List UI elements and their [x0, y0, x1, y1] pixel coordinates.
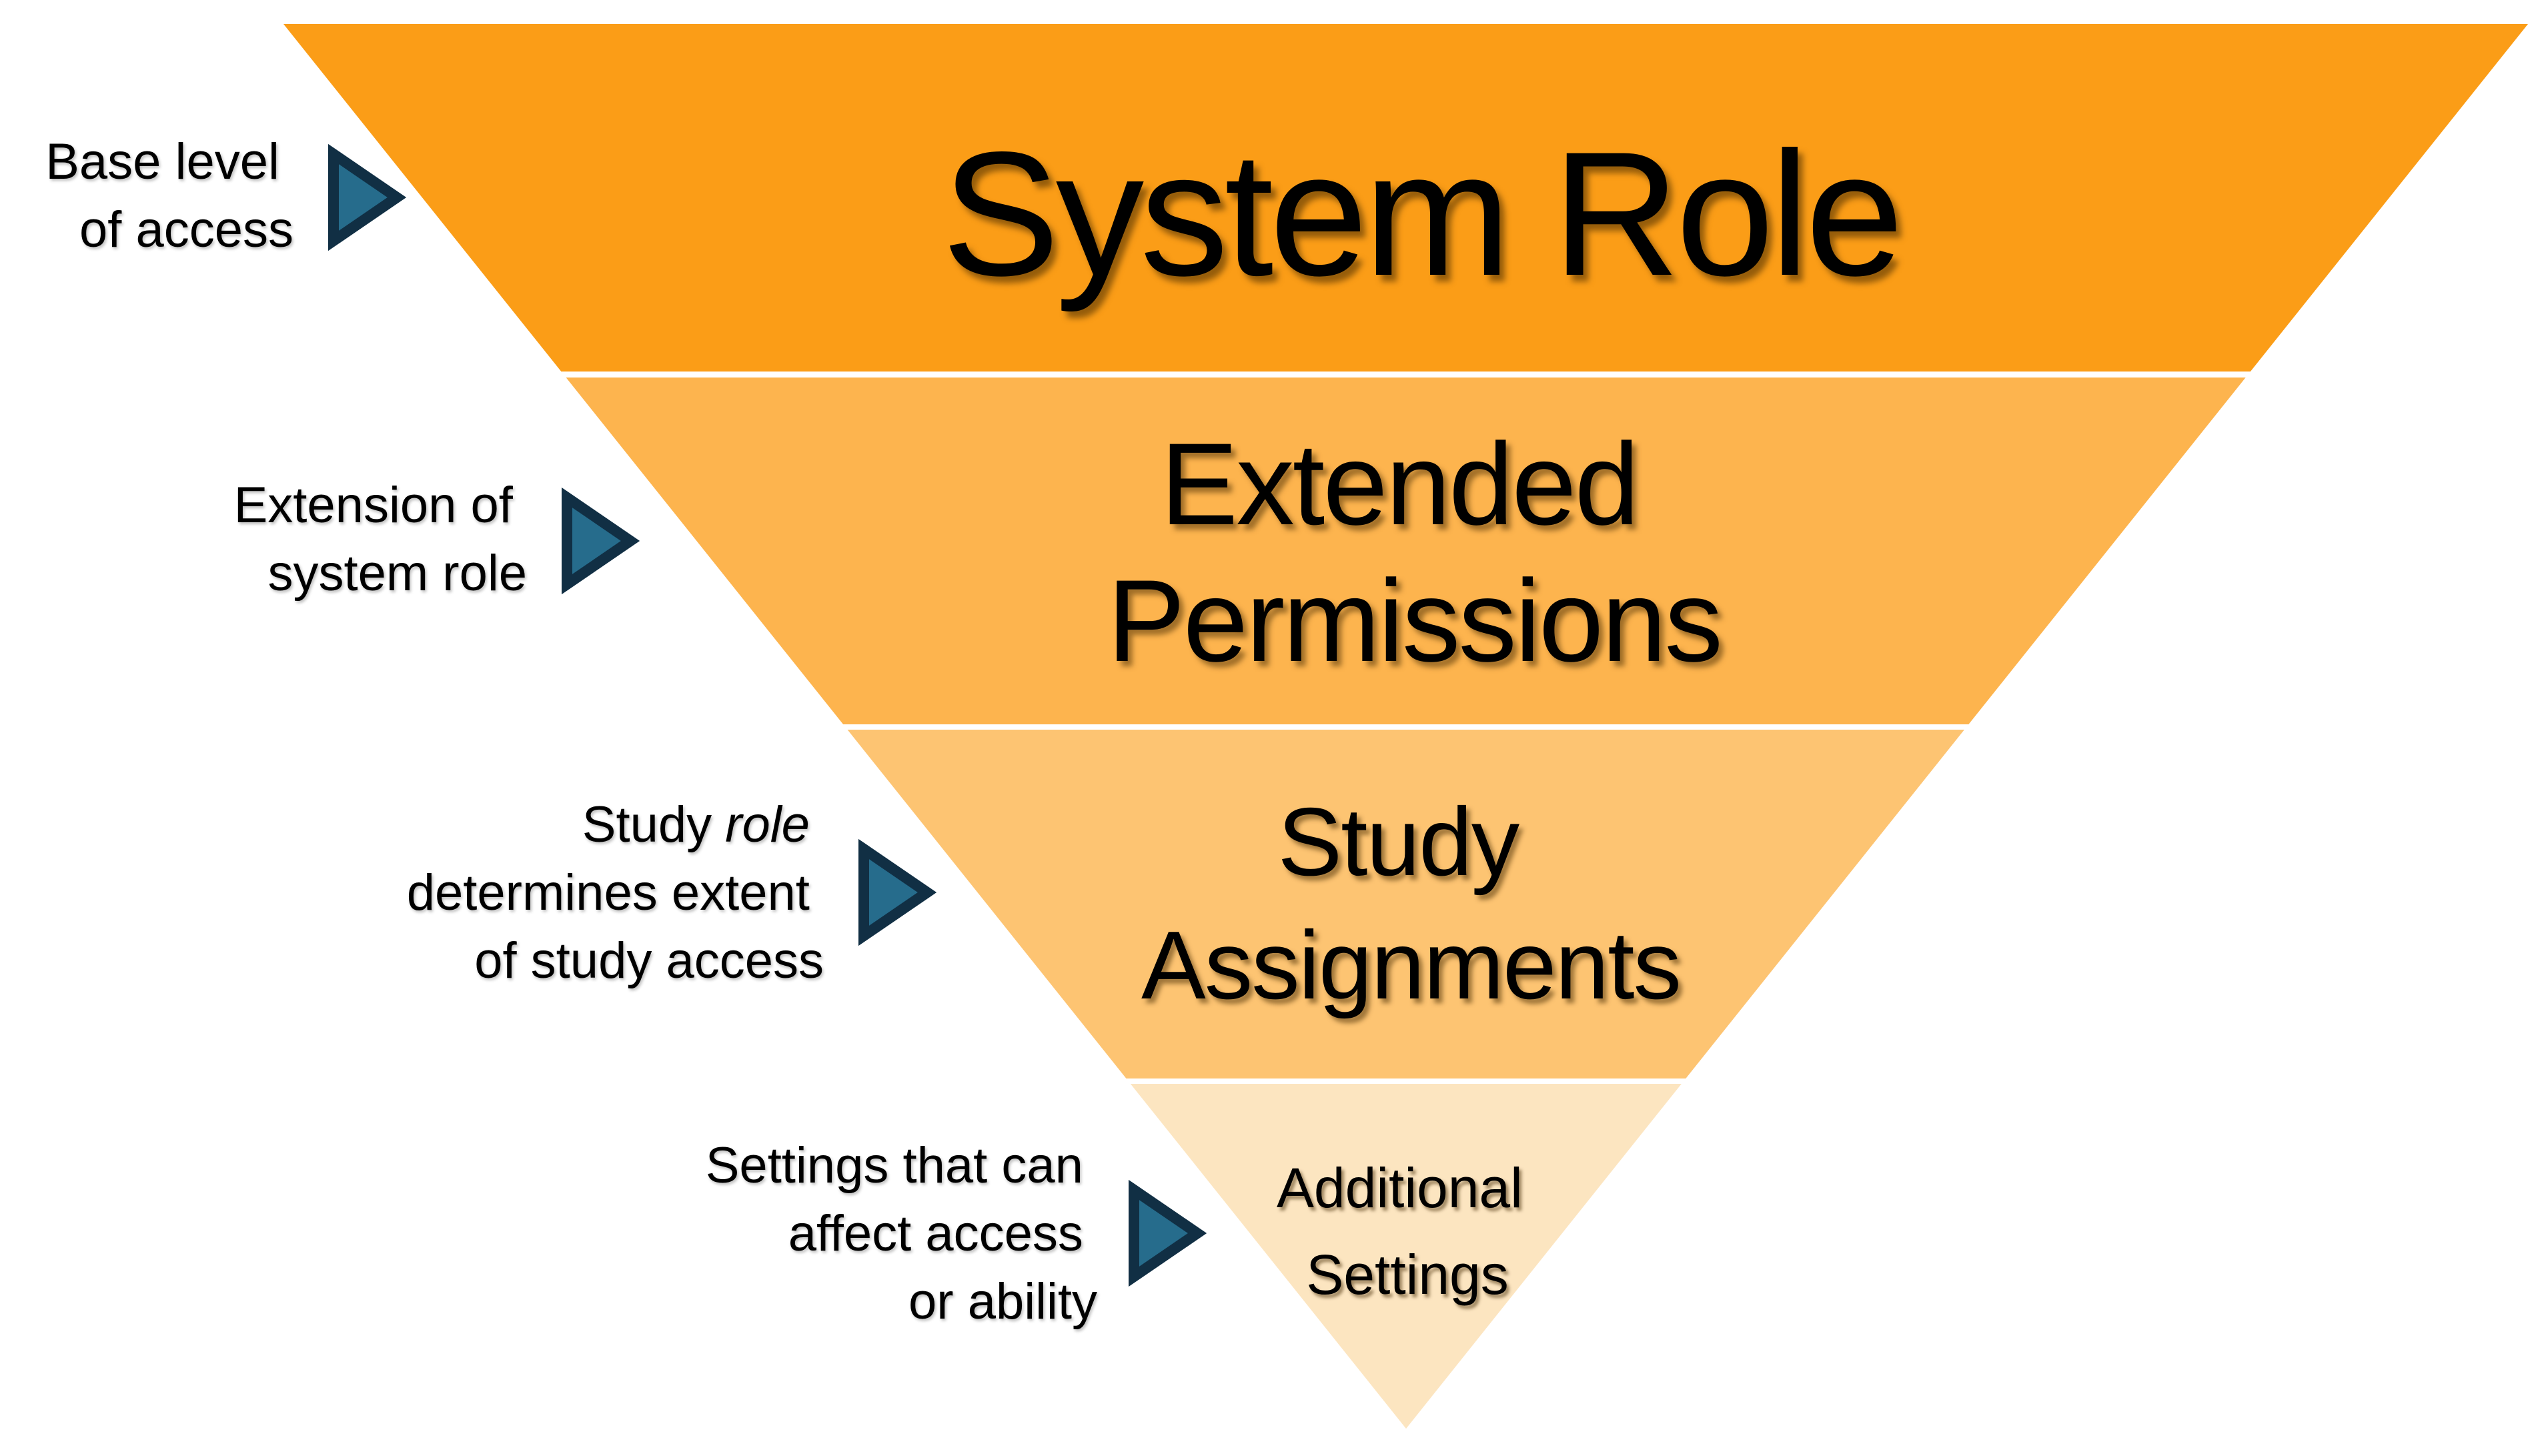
annotation-base-level: Base level of access	[45, 133, 293, 258]
arrow-right-icon	[328, 143, 407, 251]
annotation-line: system role	[267, 545, 527, 602]
annotation-line: affect access	[788, 1205, 1083, 1262]
band-title-line: Permissions	[1107, 556, 1721, 686]
annotation-line: Base level	[45, 133, 279, 190]
band-additional-settings	[283, 1084, 2528, 1429]
arrow-right-icon	[858, 838, 937, 946]
annotation-line: Extension of	[234, 477, 514, 534]
annotation-line: or ability	[908, 1273, 1097, 1330]
band-title-additional-settings: Additional Settings	[1277, 1157, 1538, 1306]
band-title-extended-permissions: Extended Permissions	[1107, 420, 1721, 686]
arrow-right-icon	[562, 487, 640, 595]
annotation-line: of study access	[474, 932, 824, 989]
annotation-line: Settings that can	[706, 1137, 1083, 1194]
band-title-system-role: System Role	[942, 115, 1900, 313]
annotation-line: of access	[79, 201, 293, 258]
band-title-line: Settings	[1306, 1243, 1509, 1306]
annotation-word: Study	[582, 796, 712, 853]
annotation-settings-affect-access: Settings that can affect access or abili…	[706, 1137, 1097, 1330]
annotation-extension-of-system-role: Extension of system role	[234, 477, 527, 602]
band-title-study-assignments: Study Assignments	[1141, 788, 1680, 1019]
band-title-line: Study	[1277, 788, 1519, 896]
band-title-line: Additional	[1277, 1157, 1523, 1219]
annotation-word-italic: role	[725, 796, 810, 853]
band-title-line: Assignments	[1141, 911, 1680, 1019]
arrow-markers	[328, 143, 1207, 1287]
band-system-role	[283, 24, 2528, 372]
arrow-right-icon	[1129, 1179, 1207, 1287]
band-title-line: Extended	[1160, 420, 1637, 550]
band-study-assignments	[283, 730, 2528, 1078]
annotation-line: determines extent	[407, 864, 810, 921]
